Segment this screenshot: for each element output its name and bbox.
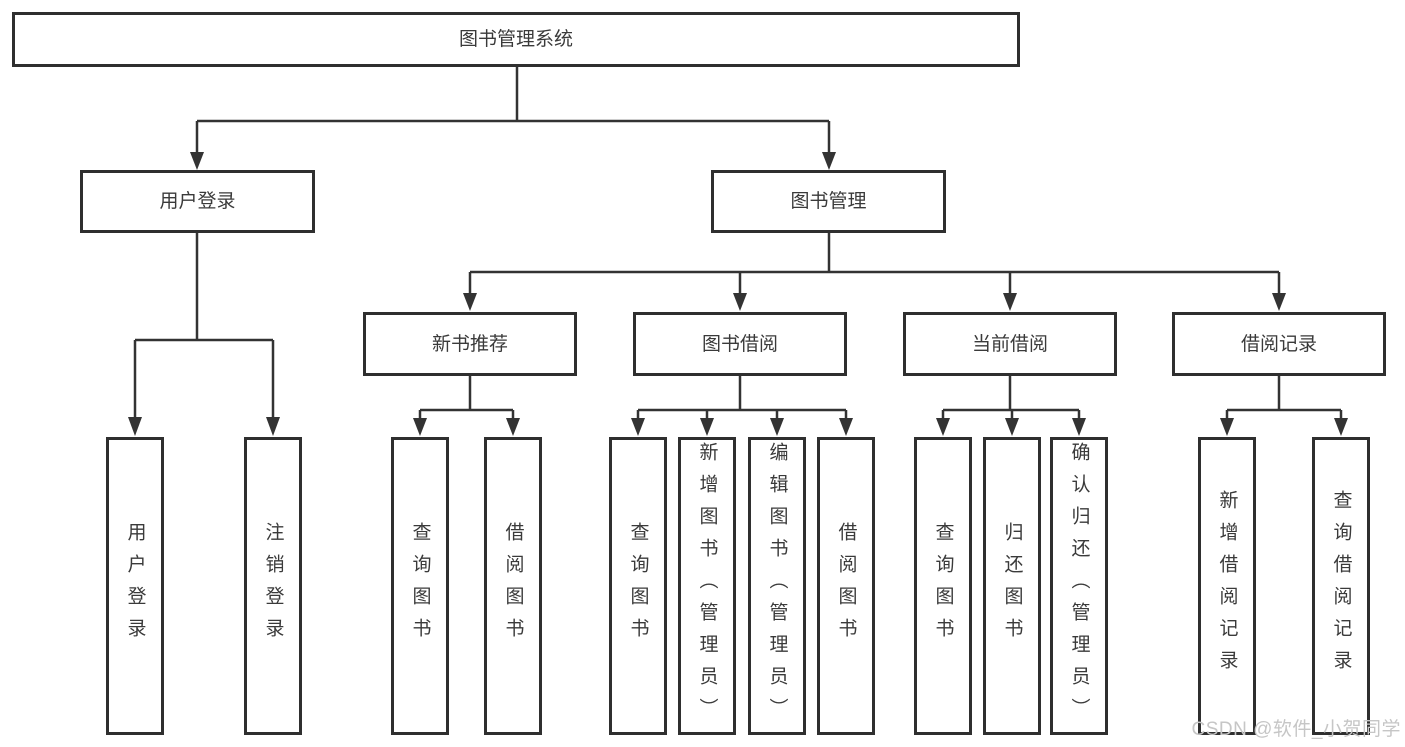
- leaf-user-login: 用户登录: [106, 437, 164, 735]
- leaf-borrow-books-recommend: 借阅图书: [484, 437, 542, 735]
- leaf-query-borrow-record-label: 查询借阅记录: [1330, 490, 1352, 682]
- leaf-edit-book-admin-label: 编辑图书（管理员）: [766, 442, 788, 730]
- csdn-watermark: CSDN @软件_小贺同学: [1191, 719, 1401, 740]
- leaf-edit-book-admin: 编辑图书（管理员）: [748, 437, 806, 735]
- node-current-borrow: 当前借阅: [903, 312, 1117, 376]
- leaf-return-book-label: 归还图书: [1001, 522, 1023, 650]
- node-book-management: 图书管理: [711, 170, 946, 233]
- leaf-add-borrow-record: 新增借阅记录: [1198, 437, 1256, 735]
- leaf-query-books-recommend: 查询图书: [391, 437, 449, 735]
- leaf-return-book: 归还图书: [983, 437, 1041, 735]
- leaf-borrow-books-label: 借阅图书: [835, 522, 857, 650]
- leaf-add-book-admin-label: 新增图书（管理员）: [696, 442, 718, 730]
- leaf-user-login-label: 用户登录: [124, 522, 146, 650]
- node-book-borrow: 图书借阅: [633, 312, 847, 376]
- leaf-query-books-borrow-label: 查询图书: [627, 522, 649, 650]
- node-borrow-records: 借阅记录: [1172, 312, 1386, 376]
- leaf-query-books-borrow: 查询图书: [609, 437, 667, 735]
- leaf-confirm-return-admin-label: 确认归还（管理员）: [1068, 442, 1090, 730]
- node-new-book-recommend: 新书推荐: [363, 312, 577, 376]
- leaf-add-borrow-record-label: 新增借阅记录: [1216, 490, 1238, 682]
- leaf-confirm-return-admin: 确认归还（管理员）: [1050, 437, 1108, 735]
- leaf-query-borrow-record: 查询借阅记录: [1312, 437, 1370, 735]
- leaf-logout: 注销登录: [244, 437, 302, 735]
- leaf-borrow-books-recommend-label: 借阅图书: [502, 522, 524, 650]
- leaf-query-books-recommend-label: 查询图书: [409, 522, 431, 650]
- leaf-add-book-admin: 新增图书（管理员）: [678, 437, 736, 735]
- leaf-query-books-current-label: 查询图书: [932, 522, 954, 650]
- leaf-logout-label: 注销登录: [262, 522, 284, 650]
- leaf-query-books-current: 查询图书: [914, 437, 972, 735]
- node-user-login-branch: 用户登录: [80, 170, 315, 233]
- leaf-borrow-books: 借阅图书: [817, 437, 875, 735]
- node-library-system-root: 图书管理系统: [12, 12, 1020, 67]
